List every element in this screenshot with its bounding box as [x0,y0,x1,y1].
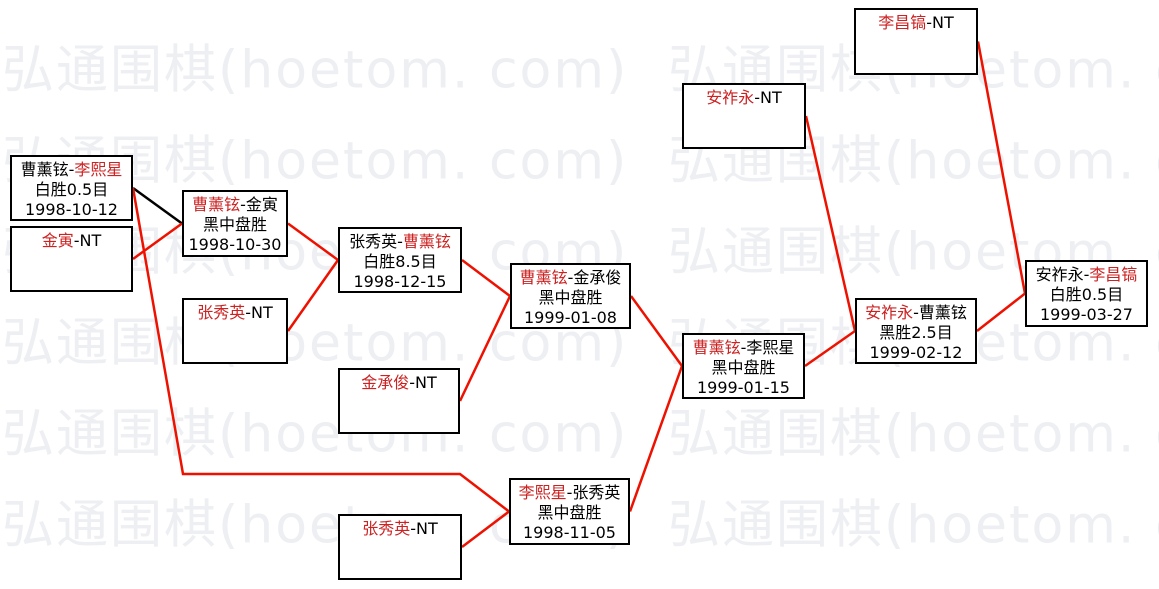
connector-line [286,259,340,332]
watermark-text: 弘通围棋(hoetom. com) [668,404,1159,465]
match-players: 张秀英-NT [184,303,286,323]
player-name: -曹薰铉 [913,303,967,322]
match-players: 曹薰铉-李熙星 [684,338,803,358]
player-name: -金承俊 [567,268,622,287]
match-result: 黑中盘胜 [202,215,267,234]
connector-line [976,41,1027,294]
match-box-kim-in-nt: 金寅-NT [10,226,133,292]
player-name: -NT [926,13,954,32]
match-players: 李熙星-张秀英 [511,483,628,503]
player-name: -金寅 [240,195,278,214]
winner-name: 李熙星 [74,160,123,179]
match-players: 曹薰铉-金寅 [184,195,286,215]
connector-line [976,292,1026,332]
match-players: 张秀英-NT [340,519,460,539]
match-box-lee-changho-nt: 李昌镐-NT [854,8,978,75]
player-name: 张秀英- [349,232,403,251]
player-name: -NT [409,373,437,392]
connector-line [461,510,510,548]
player-name: -NT [754,88,782,107]
match-date: 1999-01-15 [697,378,790,397]
match-date: 1998-11-05 [523,523,616,542]
winner-name: 张秀英 [197,303,246,322]
match-date: 1998-10-12 [25,200,118,219]
connector-line [804,115,857,332]
match-players: 李昌镐-NT [856,13,976,33]
match-result: 黑中盘胜 [538,288,603,307]
match-players: 曹薰铉-金承俊 [512,268,629,288]
match-result: 黑中盘胜 [711,358,776,377]
winner-name: 安祚永 [706,88,755,107]
connector-line [628,365,684,512]
connector-line [629,295,684,367]
watermark-text: 弘通围棋(hoetom. com) [668,495,1159,556]
connector-line [131,187,510,513]
player-name: -NT [410,519,438,538]
watermark-text: 弘通围棋(hoetom. com) [2,40,629,101]
connector-line [132,222,183,261]
winner-name: 金寅 [41,231,74,250]
winner-name: 李昌镐 [1089,265,1138,284]
match-result: 白胜0.5目 [1049,285,1124,304]
winner-name: 安祚永 [865,303,914,322]
player-name: -李熙星 [740,338,795,357]
match-players: 安祚永-李昌镐 [1027,265,1146,285]
match-players: 安祚永-曹薰铉 [857,303,975,323]
match-result: 黑中盘胜 [537,503,602,522]
match-players: 金承俊-NT [340,373,458,393]
player-name: -张秀英 [566,483,621,502]
connector-line [461,259,511,297]
match-players: 金寅-NT [12,231,131,251]
match-date: 1999-01-08 [524,308,617,327]
match-box-zhang-nt-2: 张秀英-NT [338,514,462,580]
match-date: 1998-12-15 [353,272,447,291]
watermark-text: 弘通围棋(hoetom. com) [2,574,628,589]
match-date: 1999-02-12 [869,343,963,362]
match-result: 白胜8.5目 [363,252,437,271]
winner-name: 曹薰铉 [519,268,568,287]
match-players: 曹薰铉-李熙星 [12,160,131,180]
winner-name: 张秀英 [362,519,411,538]
match-box-zhang-nt-1: 张秀英-NT [182,298,288,364]
winner-name: 李熙星 [518,483,567,502]
winner-name: 曹薰铉 [692,338,741,357]
match-players: 安祚永-NT [684,88,804,108]
player-name: -NT [73,231,102,250]
connector-line [132,186,183,225]
match-result: 白胜0.5目 [34,180,109,199]
match-result: 黑胜2.5目 [879,323,953,342]
match-box-an-joyoung-nt: 安祚永-NT [682,83,806,149]
connector-line [458,295,512,402]
winner-name: 曹薰铉 [192,195,241,214]
match-players: 张秀英-曹薰铉 [340,232,460,252]
winner-name: 李昌镐 [878,13,927,32]
watermark-text: 弘通围棋(hoetom. com) [668,574,1159,589]
winner-name: 曹薰铉 [402,232,451,251]
connector-line [287,222,339,262]
watermark-text: 弘通围棋(hoetom. com) [2,404,629,465]
match-box-kim-seungjun-nt: 金承俊-NT [338,368,460,434]
match-date: 1999-03-27 [1040,305,1133,324]
match-date: 1998-10-30 [188,235,282,254]
player-name: 安祚永- [1035,265,1090,284]
connector-line [804,329,856,368]
winner-name: 金承俊 [361,373,410,392]
player-name: -NT [245,303,273,322]
player-name: 曹薰铉- [20,160,75,179]
